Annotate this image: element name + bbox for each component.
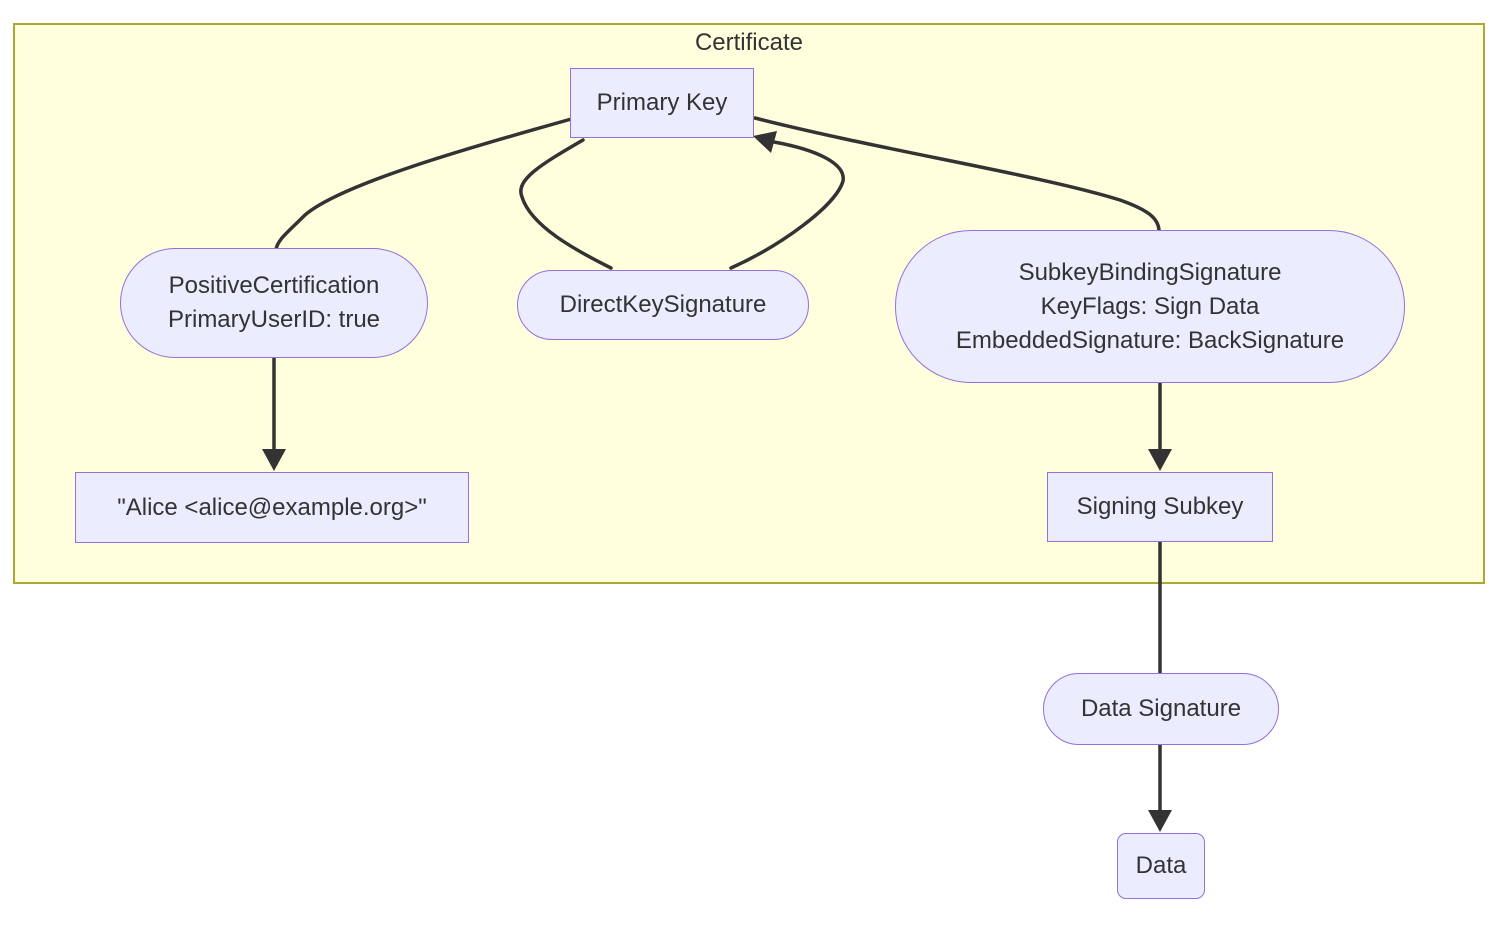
node-user-id: "Alice <alice@example.org>" <box>75 472 469 543</box>
node-primary-key: Primary Key <box>570 68 754 138</box>
node-subkey-binding-signature-line1: SubkeyBindingSignature <box>1018 258 1282 286</box>
node-data: Data <box>1117 833 1205 899</box>
node-primary-key-label: Primary Key <box>596 89 728 116</box>
node-user-id-label: "Alice <alice@example.org>" <box>117 493 427 521</box>
node-signing-subkey: Signing Subkey <box>1047 472 1273 542</box>
node-positive-certification-line1: PositiveCertification <box>168 272 380 299</box>
node-subkey-binding-signature: SubkeyBindingSignature KeyFlags: Sign Da… <box>895 230 1405 383</box>
node-signing-subkey-label: Signing Subkey <box>1076 493 1244 520</box>
node-subkey-binding-signature-line2: KeyFlags: Sign Data <box>1040 292 1260 320</box>
node-direct-key-signature: DirectKeySignature <box>517 270 809 340</box>
node-positive-certification-line2: PrimaryUserID: true <box>167 306 381 333</box>
node-data-label: Data <box>1135 852 1187 879</box>
arrowhead-into-data <box>1148 810 1172 832</box>
node-positive-certification: PositiveCertification PrimaryUserID: tru… <box>120 248 428 358</box>
node-data-signature-label: Data Signature <box>1080 695 1242 722</box>
certificate-cluster-label: Certificate <box>694 29 804 56</box>
node-data-signature: Data Signature <box>1043 673 1279 745</box>
node-subkey-binding-signature-line3: EmbeddedSignature: BackSignature <box>955 326 1345 354</box>
node-direct-key-signature-label: DirectKeySignature <box>559 291 767 318</box>
